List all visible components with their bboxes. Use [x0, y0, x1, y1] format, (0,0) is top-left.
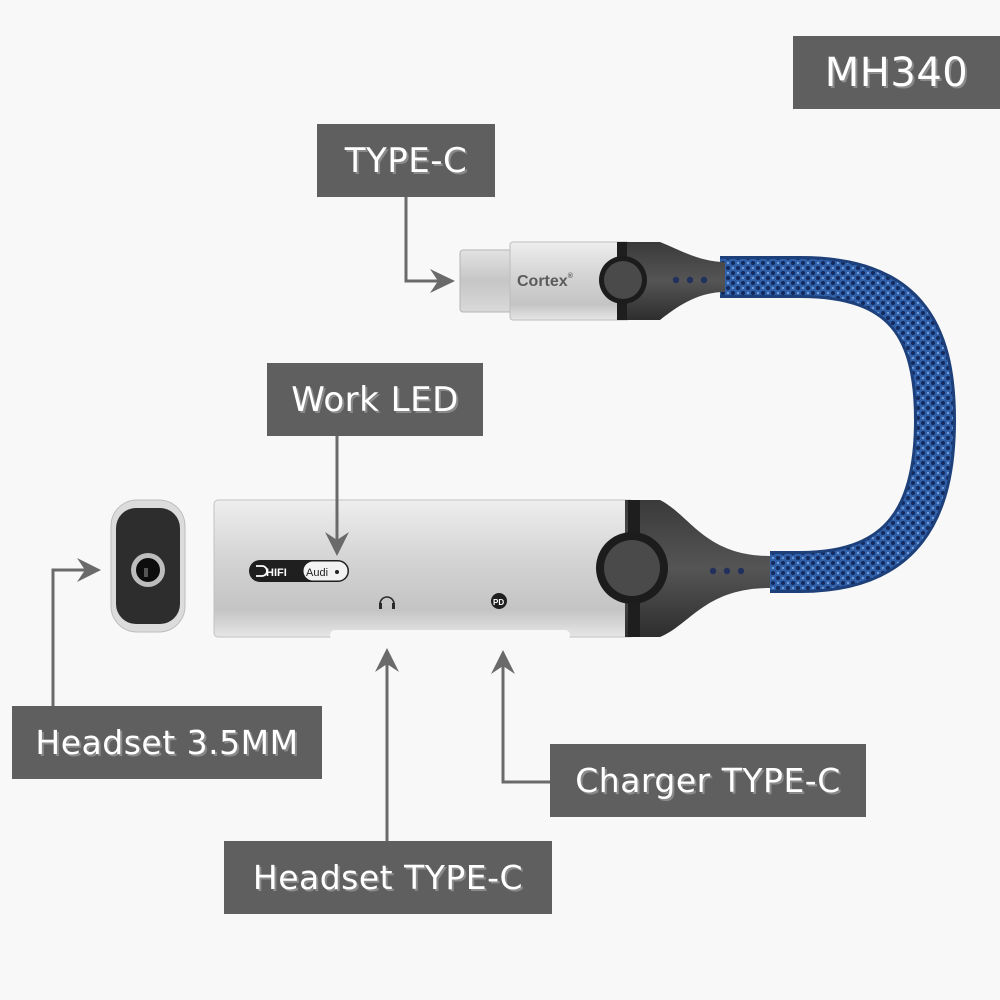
leader-lines [51, 197, 550, 841]
arrow-up-icon [375, 648, 399, 672]
type-c-plug: Cortex® [459, 241, 725, 321]
model-badge-text: MH340 [824, 49, 969, 96]
svg-text:PD: PD [493, 598, 504, 607]
pd-icon: PD [491, 593, 507, 609]
label-type-c-text: TYPE-C [344, 140, 468, 181]
work-led-indicator [335, 570, 339, 574]
label-headset-3-5mm: Headset 3.5MM [12, 706, 322, 779]
brand-logo: Cortex® [517, 272, 574, 290]
label-headset-type-c: Headset TYPE-C [224, 841, 552, 914]
label-type-c: TYPE-C [317, 124, 495, 197]
arrowheads [77, 269, 515, 674]
arrow-right-icon [77, 558, 101, 582]
arrow-down-icon [325, 532, 349, 556]
headphones-icon [379, 596, 395, 609]
svg-text:HIFI: HIFI [266, 567, 287, 579]
adapter-body: HIFI Audi PD [213, 499, 770, 640]
model-badge: MH340 [793, 36, 1000, 109]
arrow-up-icon [491, 650, 515, 674]
label-headset-type-c-text: Headset TYPE-C [252, 858, 524, 897]
svg-text:Audi: Audi [306, 567, 328, 579]
braided-cable [720, 256, 957, 593]
label-work-led-text: Work LED [291, 379, 459, 420]
label-charger-type-c-text: Charger TYPE-C [575, 761, 841, 800]
label-headset-3-5mm-text: Headset 3.5MM [35, 723, 299, 762]
label-charger-type-c: Charger TYPE-C [550, 744, 866, 817]
headset-3-5mm-jack [110, 499, 186, 633]
label-work-led: Work LED [267, 363, 483, 436]
arrow-right-icon [430, 269, 455, 293]
hifi-audio-badge: HIFI Audi [249, 560, 349, 582]
